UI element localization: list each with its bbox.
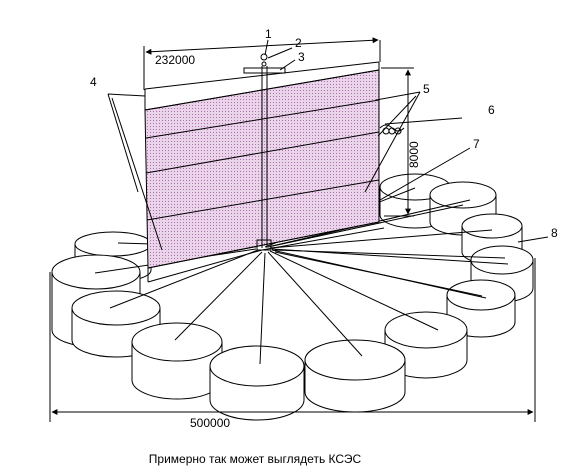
callout-8: 8 [551, 226, 558, 240]
dimension-top-label: 232000 [155, 53, 195, 67]
callout-6: 6 [488, 103, 495, 117]
dimension-top: 232000 [143, 37, 381, 90]
callout-5: 5 [423, 82, 430, 96]
side-rotor [379, 124, 405, 135]
float-cylinder [209, 345, 305, 421]
float-ring [51, 173, 534, 421]
callout-1: 1 [265, 27, 272, 41]
dimension-bottom: 500000 [49, 258, 536, 430]
figure-caption: Примерно так может выглядеть КСЭС [148, 452, 362, 466]
callout-3: 3 [298, 50, 305, 64]
dimension-bottom-label: 500000 [190, 416, 230, 430]
callout-2: 2 [295, 36, 302, 50]
callout-7: 7 [473, 137, 480, 151]
mast [243, 53, 286, 251]
sail-panel [144, 61, 385, 283]
dimension-side-label: 8000 [407, 141, 421, 168]
float-cylinder [131, 322, 223, 400]
float-cylinder [304, 339, 406, 413]
callouts: 1 2 3 4 5 6 7 8 [90, 27, 558, 251]
callout-4: 4 [90, 75, 97, 89]
